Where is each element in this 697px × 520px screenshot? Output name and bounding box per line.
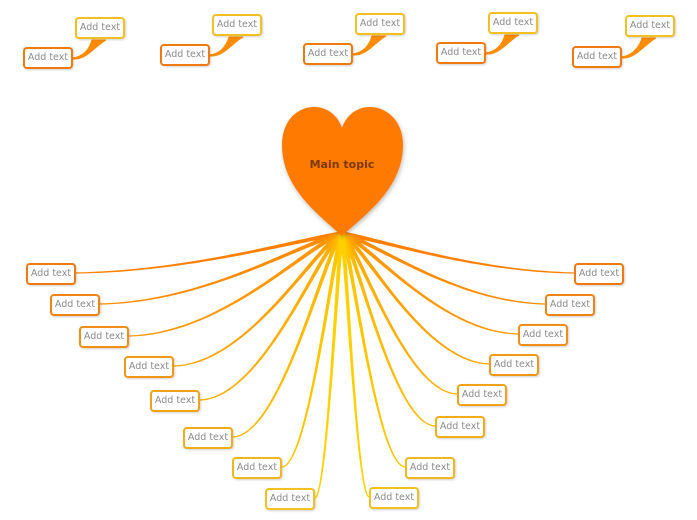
right-branch-node-5[interactable]: Add text [457, 384, 507, 406]
main-topic-label[interactable]: Main topic [309, 158, 375, 171]
right-branch-node-1[interactable]: Add text [574, 263, 624, 285]
left-branch-line-6 [233, 231, 344, 438]
callout-4-bottom-node[interactable]: Add text [436, 42, 486, 64]
left-branch-line-8 [314, 233, 345, 499]
right-branch-line-5 [340, 231, 457, 395]
callout-2-bottom-node[interactable]: Add text [160, 44, 210, 66]
right-branch-line-1 [341, 231, 574, 274]
left-branch-node-6[interactable]: Add text [183, 427, 233, 449]
right-branch-node-4[interactable]: Add text [489, 354, 539, 376]
left-branch-line-5 [200, 231, 344, 401]
left-branch-node-2[interactable]: Add text [50, 294, 100, 316]
left-branch-line-3 [129, 231, 343, 337]
right-branch-line-6 [340, 232, 435, 427]
right-branch-node-8[interactable]: Add text [369, 487, 419, 509]
left-branch-node-3[interactable]: Add text [79, 326, 129, 348]
left-branch-node-7[interactable]: Add text [232, 457, 282, 479]
callout-5-connector [621, 37, 657, 59]
left-branch-node-4[interactable]: Add text [124, 356, 174, 378]
callout-4-connector [485, 34, 520, 55]
left-branch-node-5[interactable]: Add text [150, 390, 200, 412]
right-branch-line-4 [340, 231, 489, 365]
callout-3-bottom-node[interactable]: Add text [303, 43, 353, 65]
left-branch-node-8[interactable]: Add text [265, 488, 315, 510]
callout-4-top-node[interactable]: Add text [488, 12, 538, 34]
callout-3-top-node[interactable]: Add text [355, 13, 405, 35]
right-branch-line-8 [339, 233, 370, 498]
left-branch-line-1 [76, 231, 343, 274]
callout-connectors [72, 34, 657, 60]
callout-2-top-node[interactable]: Add text [212, 14, 262, 36]
right-branch-line-7 [339, 232, 405, 468]
right-branch-node-3[interactable]: Add text [518, 324, 568, 346]
callout-1-top-node[interactable]: Add text [75, 17, 125, 39]
callout-5-bottom-node[interactable]: Add text [572, 46, 622, 68]
callout-3-connector [352, 35, 387, 56]
left-branch-line-7 [282, 232, 345, 468]
branch-lines [76, 231, 574, 499]
left-branch-node-1[interactable]: Add text [26, 263, 76, 285]
callout-5-top-node[interactable]: Add text [625, 15, 675, 37]
main-topic-heart-shape[interactable] [282, 107, 403, 236]
callout-1-bottom-node[interactable]: Add text [23, 47, 73, 69]
right-branch-line-3 [341, 231, 518, 335]
callout-2-connector [209, 36, 244, 57]
right-branch-node-2[interactable]: Add text [545, 294, 595, 316]
callout-1-connector [72, 39, 107, 60]
left-branch-line-4 [174, 231, 343, 367]
right-branch-node-7[interactable]: Add text [405, 457, 455, 479]
right-branch-node-6[interactable]: Add text [435, 416, 485, 438]
